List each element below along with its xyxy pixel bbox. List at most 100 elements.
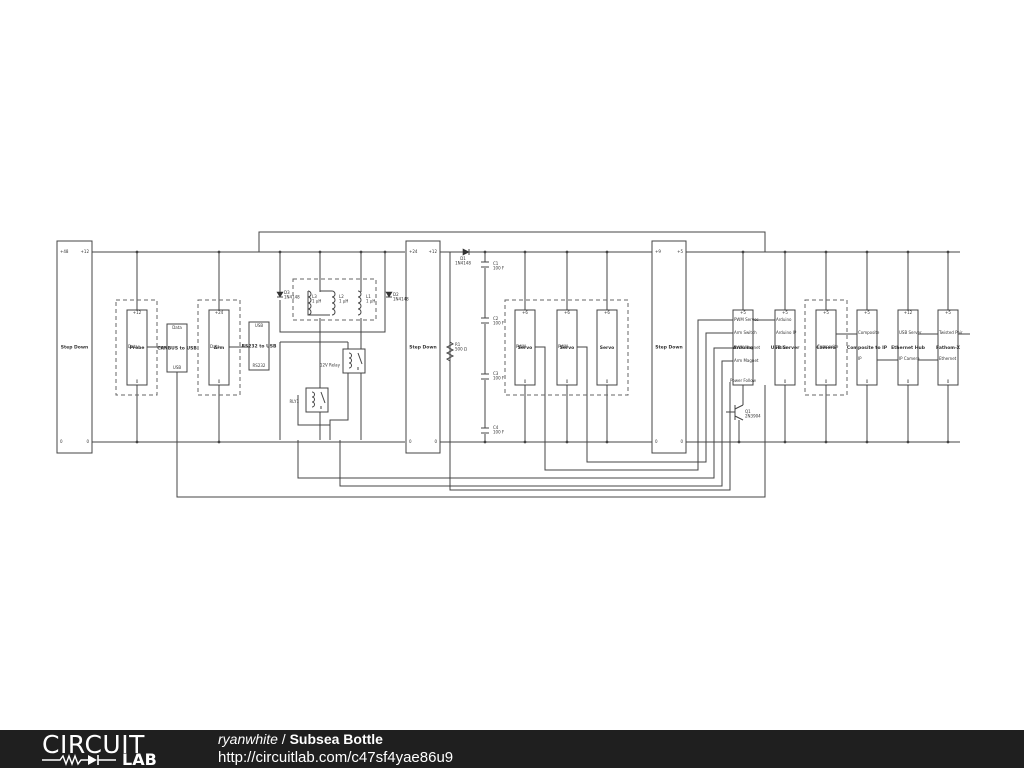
servo-2-pin-gnd: 0 bbox=[566, 379, 569, 384]
usb-server-pin-gnd: 0 bbox=[784, 379, 787, 384]
servo-pwm-wire-2 bbox=[577, 332, 733, 463]
c3-ref: C3 bbox=[493, 371, 499, 376]
servo-3-block[interactable]: Servo+60 bbox=[596, 309, 618, 386]
d1-ref: D1 bbox=[460, 256, 466, 261]
c1-ref: C1 bbox=[493, 261, 499, 266]
probe-body bbox=[126, 309, 148, 386]
component-groups bbox=[115, 278, 848, 396]
coil-loop-wire bbox=[279, 252, 386, 333]
relay-12v-switch bbox=[357, 352, 363, 365]
step-down-2-pin-in: +24 bbox=[409, 249, 418, 254]
junction-dot bbox=[565, 250, 569, 254]
fathom-x-pin-power: +5 bbox=[945, 310, 951, 315]
relay-control-wire bbox=[297, 347, 733, 479]
arduino-body bbox=[732, 309, 754, 386]
fathom-x-title: Fathom-X bbox=[936, 345, 960, 351]
arduino-pin-2: Arm Switch bbox=[734, 330, 757, 335]
inductor-group bbox=[292, 278, 377, 321]
rs232-to-usb-pin-a: USB bbox=[255, 323, 263, 328]
d1-value: 1N4148 bbox=[455, 261, 471, 266]
arduino-pin-power: +5 bbox=[740, 310, 746, 315]
usb-server-pin-power: +5 bbox=[782, 310, 788, 315]
d3-symbol bbox=[276, 291, 284, 298]
probe-pin-gnd: 0 bbox=[136, 379, 139, 384]
circuitlab-logo[interactable]: CIRCUIT LAB bbox=[42, 732, 182, 769]
junction-dot bbox=[278, 250, 282, 254]
canbus-to-usb-pin-b: USB bbox=[173, 365, 181, 370]
arm-pin-gnd: 0 bbox=[218, 379, 221, 384]
junction-dot bbox=[946, 440, 950, 444]
probe-group bbox=[115, 299, 158, 396]
servo-3-pin-power: +6 bbox=[604, 310, 610, 315]
composite-to-ip-title: Composite to IP bbox=[847, 345, 888, 351]
c3-value: 100 F bbox=[493, 376, 505, 381]
junction-dot bbox=[523, 440, 527, 444]
junction-dot bbox=[359, 250, 363, 254]
servo-3-title: Servo bbox=[600, 345, 615, 351]
canbus-to-usb-pin-a: Data bbox=[172, 325, 182, 330]
junction-dot bbox=[217, 440, 221, 444]
servo-2-pin-1: PWM bbox=[558, 344, 568, 349]
composite-to-ip-pin-power: +5 bbox=[864, 310, 870, 315]
arduino-pin-4: Arm Magnet bbox=[734, 358, 759, 363]
probe-title: Probe bbox=[130, 345, 145, 351]
step-down-1-body bbox=[56, 240, 93, 454]
relay-12v-value: 12V Relay bbox=[320, 363, 341, 368]
composite-to-ip-pin-gnd: 0 bbox=[866, 379, 869, 384]
author-link[interactable]: ryanwhite bbox=[218, 731, 278, 747]
servo-1-pin-1: PWM bbox=[516, 344, 526, 349]
canbus-usb-wire bbox=[176, 372, 766, 498]
rs232-to-usb-title: RS232 to USB bbox=[242, 344, 277, 350]
l2-ref: L2 bbox=[339, 294, 344, 299]
junction-dot bbox=[217, 250, 221, 254]
r1-ref: R1 bbox=[455, 342, 461, 347]
arduino-pin-5: Power Follow bbox=[730, 378, 757, 383]
camera-pin-gnd: 0 bbox=[825, 379, 828, 384]
junction-dot bbox=[483, 440, 487, 444]
step-down-3-body bbox=[651, 240, 687, 454]
q1-ref: Q1 bbox=[745, 409, 751, 414]
arduino-pin-1: PWM Servos bbox=[734, 317, 759, 322]
probe-pin-power: +12 bbox=[133, 310, 142, 315]
servo-3-body bbox=[596, 309, 618, 386]
junction-dot bbox=[824, 250, 828, 254]
project-title[interactable]: Subsea Bottle bbox=[289, 731, 383, 747]
usb-server-pin-2: Arduino IP bbox=[776, 330, 797, 335]
step-down-3-pin-gnd-b: 0 bbox=[680, 439, 683, 444]
rly1-body bbox=[305, 387, 329, 413]
junction-dot bbox=[737, 440, 741, 444]
junction-dot bbox=[865, 440, 869, 444]
rs232-to-usb-body bbox=[248, 321, 270, 371]
relay-12v-body bbox=[342, 348, 366, 374]
step-down-2-pin-gnd-b: 0 bbox=[434, 439, 437, 444]
junction-dot bbox=[523, 250, 527, 254]
c4-ref: C4 bbox=[493, 425, 499, 430]
junction-dot bbox=[383, 250, 387, 254]
logo-wordmark-lab: LAB bbox=[122, 750, 157, 769]
project-url[interactable]: http://circuitlab.com/c47sf4yae86u9 bbox=[218, 749, 454, 766]
r1-symbol bbox=[445, 341, 455, 362]
rly1-ref: RLY1 bbox=[290, 399, 300, 404]
fathom-x-body bbox=[937, 309, 959, 386]
l3-coil bbox=[307, 290, 312, 316]
l3-value: 1 µH bbox=[312, 299, 321, 304]
servo-2-pin-power: +6 bbox=[564, 310, 570, 315]
step-down-3-pin-out: +5 bbox=[677, 249, 683, 254]
relay-12v-coil bbox=[348, 352, 352, 369]
arduino-pin-3: PWM Magnet bbox=[734, 345, 761, 350]
